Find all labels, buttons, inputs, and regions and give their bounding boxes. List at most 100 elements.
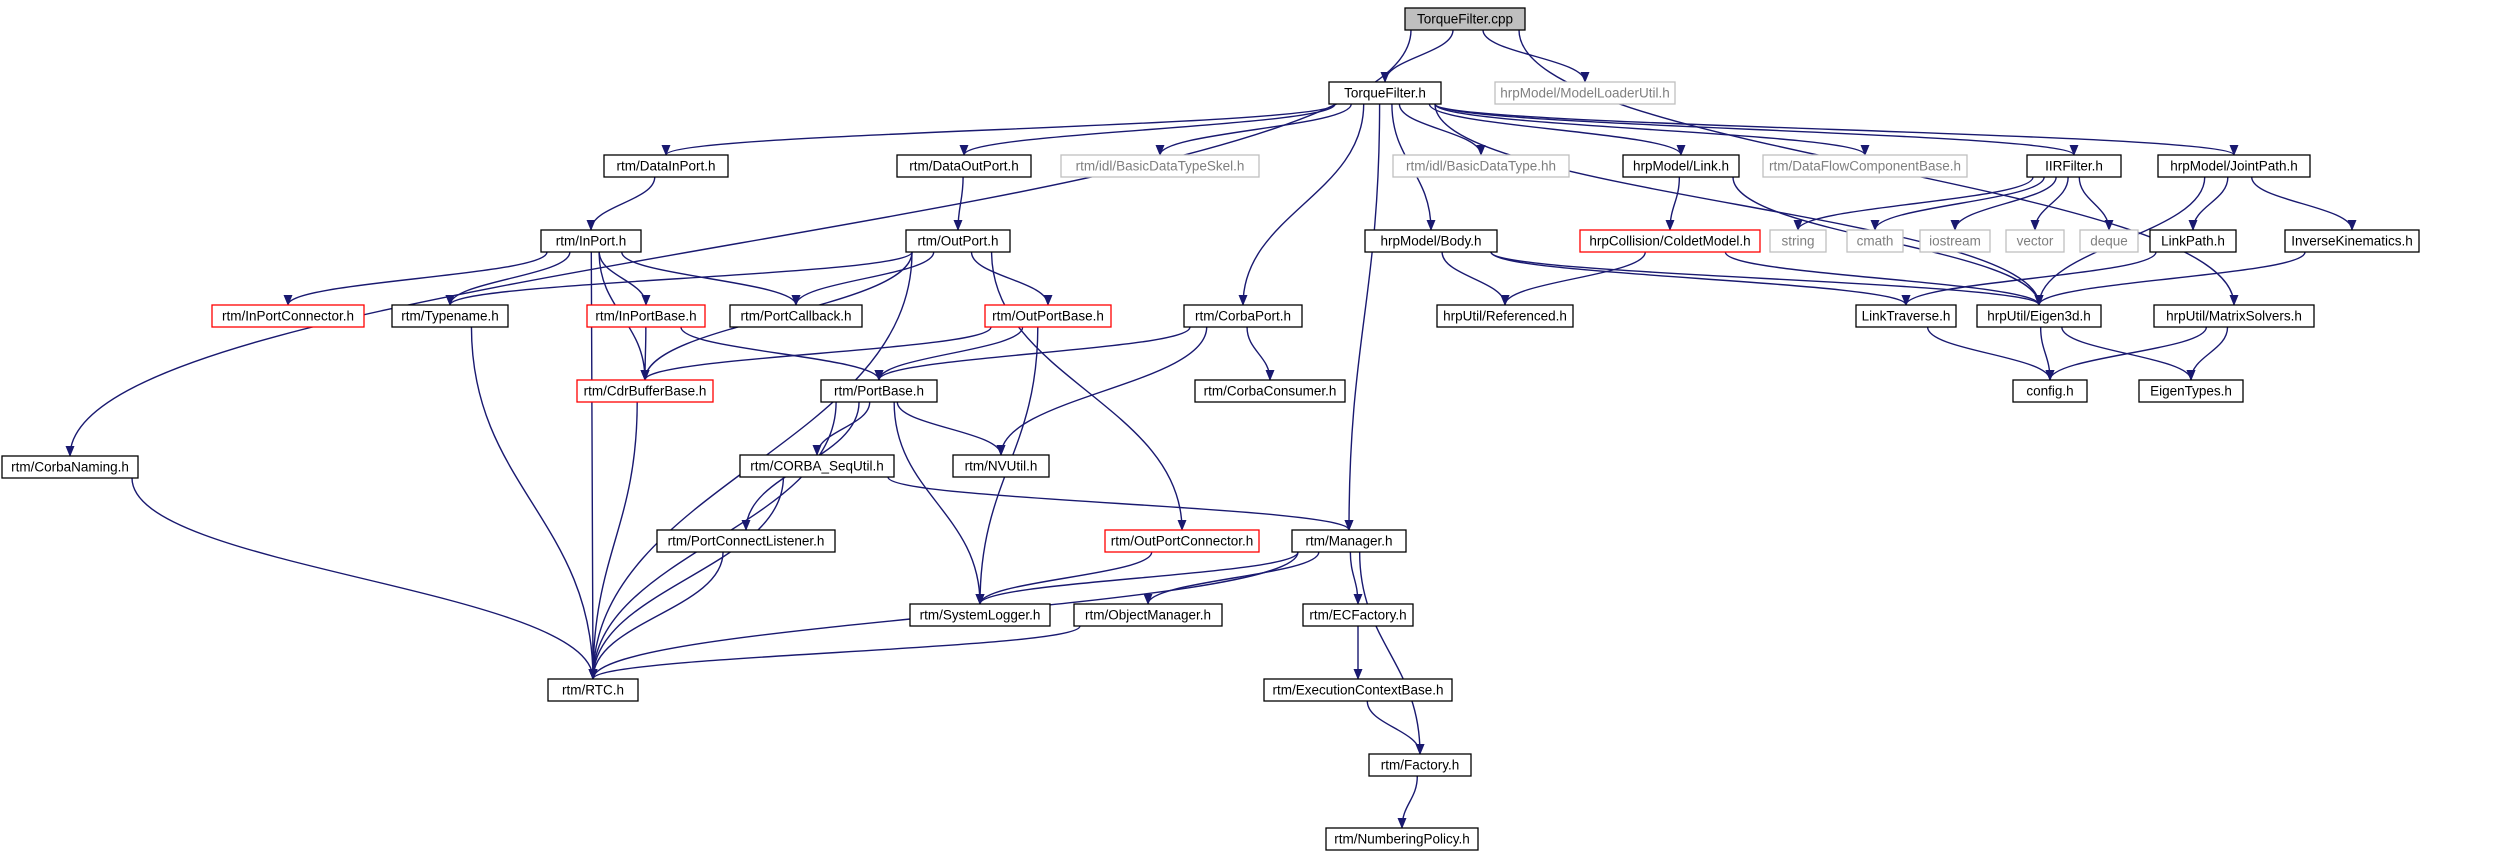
node-nvutil[interactable]: rtm/NVUtil.h <box>952 454 1050 478</box>
edge-outportbase-to-cdrbufferbase <box>640 326 992 381</box>
node-corbanaming[interactable]: rtm/CorbaNaming.h <box>1 455 139 479</box>
node-label: rtm/idl/BasicDataTypeSkel.h <box>1076 159 1245 174</box>
node-box <box>547 678 639 702</box>
node-outport[interactable]: rtm/OutPort.h <box>905 229 1011 253</box>
node-modelloaderutil[interactable]: hrpModel/ModelLoaderUtil.h <box>1494 81 1676 105</box>
node-ecfactory[interactable]: rtm/ECFactory.h <box>1302 603 1414 627</box>
node-inport[interactable]: rtm/InPort.h <box>540 229 642 253</box>
node-rtc[interactable]: rtm/RTC.h <box>547 678 639 702</box>
node-executioncontextbase[interactable]: rtm/ExecutionContextBase.h <box>1263 678 1453 702</box>
node-box <box>952 454 1050 478</box>
node-typename[interactable]: rtm/Typename.h <box>391 304 509 328</box>
node-outportbase[interactable]: rtm/OutPortBase.h <box>984 304 1112 328</box>
node-box <box>1291 529 1407 553</box>
node-vector[interactable]: vector <box>2005 229 2065 253</box>
node-coldetmodel[interactable]: hrpCollision/ColdetModel.h <box>1579 229 1761 253</box>
node-label: rtm/CorbaPort.h <box>1195 309 1291 324</box>
node-link-h[interactable]: hrpModel/Link.h <box>1622 154 1740 178</box>
node-numberingpolicy[interactable]: rtm/NumberingPolicy.h <box>1325 827 1479 851</box>
node-datainport[interactable]: rtm/DataInPort.h <box>603 154 729 178</box>
node-cmath[interactable]: cmath <box>1846 229 1904 253</box>
edge-inport-to-typename <box>445 251 571 306</box>
node-systemlogger[interactable]: rtm/SystemLogger.h <box>909 603 1051 627</box>
node-box <box>603 154 729 178</box>
node-label: rtm/CorbaConsumer.h <box>1204 384 1337 399</box>
node-torquefilter-cpp[interactable]: TorqueFilter.cpp <box>1404 7 1526 31</box>
node-linktraverse[interactable]: LinkTraverse.h <box>1855 304 1957 328</box>
node-eigen3d[interactable]: hrpUtil/Eigen3d.h <box>1976 304 2102 328</box>
edge-linkpath-to-linktraverse <box>1901 251 2157 306</box>
node-inversekinematics[interactable]: InverseKinematics.h <box>2284 229 2420 253</box>
node-box <box>2157 154 2311 178</box>
node-label: cmath <box>1857 234 1894 249</box>
node-box <box>1364 229 1498 253</box>
node-label: string <box>1781 234 1814 249</box>
node-label: rtm/OutPortBase.h <box>992 309 1104 324</box>
node-basicdatatypeskel[interactable]: rtm/idl/BasicDataTypeSkel.h <box>1060 154 1260 178</box>
edge-factory-to-numberingpolicy <box>1397 775 1418 829</box>
node-label: rtm/DataOutPort.h <box>909 159 1019 174</box>
edge-torquefilter-h-to-dataflowcomponentbase <box>1434 103 1870 156</box>
node-factory[interactable]: rtm/Factory.h <box>1368 753 1472 777</box>
node-linkpath[interactable]: LinkPath.h <box>2149 229 2237 253</box>
node-label: vector <box>2017 234 2054 249</box>
node-inportconnector[interactable]: rtm/InPortConnector.h <box>211 304 365 328</box>
node-label: rtm/OutPort.h <box>917 234 998 249</box>
node-dataoutport[interactable]: rtm/DataOutPort.h <box>896 154 1032 178</box>
node-label: config.h <box>2026 384 2073 399</box>
edge-inport-to-portcallback <box>621 251 801 306</box>
node-eigentypes[interactable]: EigenTypes.h <box>2138 379 2244 403</box>
node-cdrbufferbase[interactable]: rtm/CdrBufferBase.h <box>576 379 714 403</box>
edge-iirfilter-to-vector <box>2030 176 2069 231</box>
node-iirfilter[interactable]: IIRFilter.h <box>2026 154 2122 178</box>
node-box <box>1579 229 1761 253</box>
node-label: LinkPath.h <box>2161 234 2225 249</box>
node-outportconnector[interactable]: rtm/OutPortConnector.h <box>1104 529 1260 553</box>
node-config[interactable]: config.h <box>2012 379 2088 403</box>
node-box <box>1436 304 1574 328</box>
node-basicdatatype-hh[interactable]: rtm/idl/BasicDataType.hh <box>1392 154 1570 178</box>
edge-torquefilter-h-to-link-h <box>1428 103 1686 156</box>
node-portcallback[interactable]: rtm/PortCallback.h <box>729 304 863 328</box>
node-box <box>1762 154 1968 178</box>
node-box <box>1328 81 1442 105</box>
node-label: hrpUtil/Eigen3d.h <box>1987 309 2091 324</box>
edge-portbase-to-nvutil <box>896 401 1006 456</box>
node-torquefilter-h[interactable]: TorqueFilter.h <box>1328 81 1442 105</box>
edge-body-h-to-linktraverse <box>1490 251 1911 306</box>
edge-corba-sequtil-to-rtc <box>588 476 785 680</box>
edge-outportconnector-to-systemlogger <box>975 551 1153 605</box>
node-label: hrpCollision/ColdetModel.h <box>1589 234 1750 249</box>
edge-objectmanager-to-rtc <box>588 625 1081 680</box>
node-label: hrpModel/ModelLoaderUtil.h <box>1500 86 1670 101</box>
node-corba-sequtil[interactable]: rtm/CORBA_SeqUtil.h <box>739 454 895 478</box>
node-objectmanager[interactable]: rtm/ObjectManager.h <box>1073 603 1223 627</box>
edges-layer <box>65 29 2357 829</box>
node-portbase[interactable]: rtm/PortBase.h <box>820 379 938 403</box>
node-box <box>1060 154 1260 178</box>
node-corbaconsumer[interactable]: rtm/CorbaConsumer.h <box>1194 379 1346 403</box>
node-corbaport[interactable]: rtm/CorbaPort.h <box>1183 304 1303 328</box>
edge-link-h-to-coldetmodel <box>1665 176 1681 231</box>
node-label: rtm/RTC.h <box>562 683 624 698</box>
node-box <box>1976 304 2102 328</box>
node-jointpath[interactable]: hrpModel/JointPath.h <box>2157 154 2311 178</box>
edge-inportbase-to-cdrbufferbase <box>640 326 650 381</box>
node-body-h[interactable]: hrpModel/Body.h <box>1364 229 1498 253</box>
node-box <box>1392 154 1570 178</box>
node-matrixsolvers[interactable]: hrpUtil/MatrixSolvers.h <box>2153 304 2315 328</box>
node-dataflowcomponentbase[interactable]: rtm/DataFlowComponentBase.h <box>1762 154 1968 178</box>
node-iostream[interactable]: iostream <box>1919 229 1991 253</box>
node-box <box>896 154 1032 178</box>
node-inportbase[interactable]: rtm/InPortBase.h <box>586 304 706 328</box>
node-manager[interactable]: rtm/Manager.h <box>1291 529 1407 553</box>
edge-inportbase-to-portbase <box>680 326 884 381</box>
node-box <box>984 304 1112 328</box>
node-referenced[interactable]: hrpUtil/Referenced.h <box>1436 304 1574 328</box>
node-portconnectlistener[interactable]: rtm/PortConnectListener.h <box>656 529 836 553</box>
node-box <box>1846 229 1904 253</box>
node-label: LinkTraverse.h <box>1862 309 1951 324</box>
node-string[interactable]: string <box>1769 229 1827 253</box>
edge-inport-to-inportbase <box>598 251 651 306</box>
node-deque[interactable]: deque <box>2079 229 2139 253</box>
